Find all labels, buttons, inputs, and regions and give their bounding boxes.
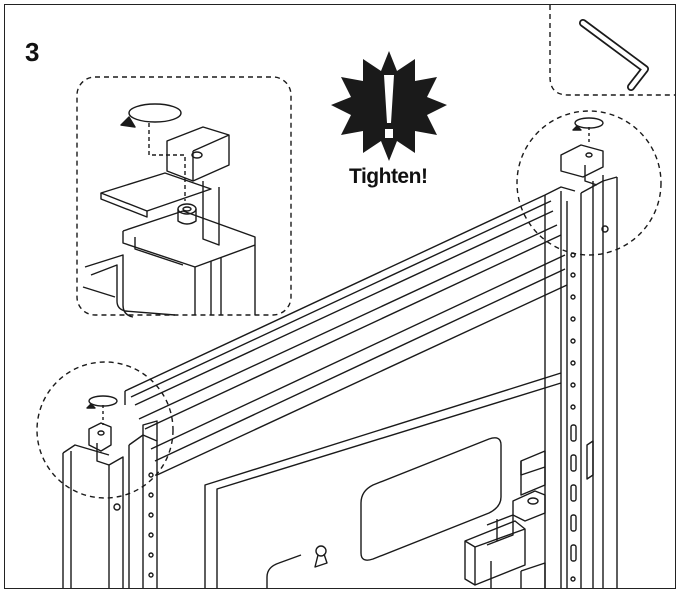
tool-callout (549, 5, 675, 96)
assembly-illustration (36, 5, 675, 588)
back-panel (156, 284, 568, 588)
exclamation-burst-icon (331, 51, 447, 161)
allen-key-icon (579, 19, 649, 91)
rotate-arrow-icon (120, 103, 182, 128)
right-bolt-detail (516, 110, 662, 256)
top-rail (124, 194, 566, 462)
right-brackets (464, 450, 546, 588)
tighten-label: Tighten! (349, 165, 428, 188)
step-number: 3 (25, 37, 40, 67)
left-bolt-detail (36, 361, 174, 499)
right-upright (544, 175, 618, 588)
instruction-panel: 3 Tighten! (4, 4, 676, 589)
detail-inset (76, 76, 292, 318)
left-upright (62, 420, 158, 588)
